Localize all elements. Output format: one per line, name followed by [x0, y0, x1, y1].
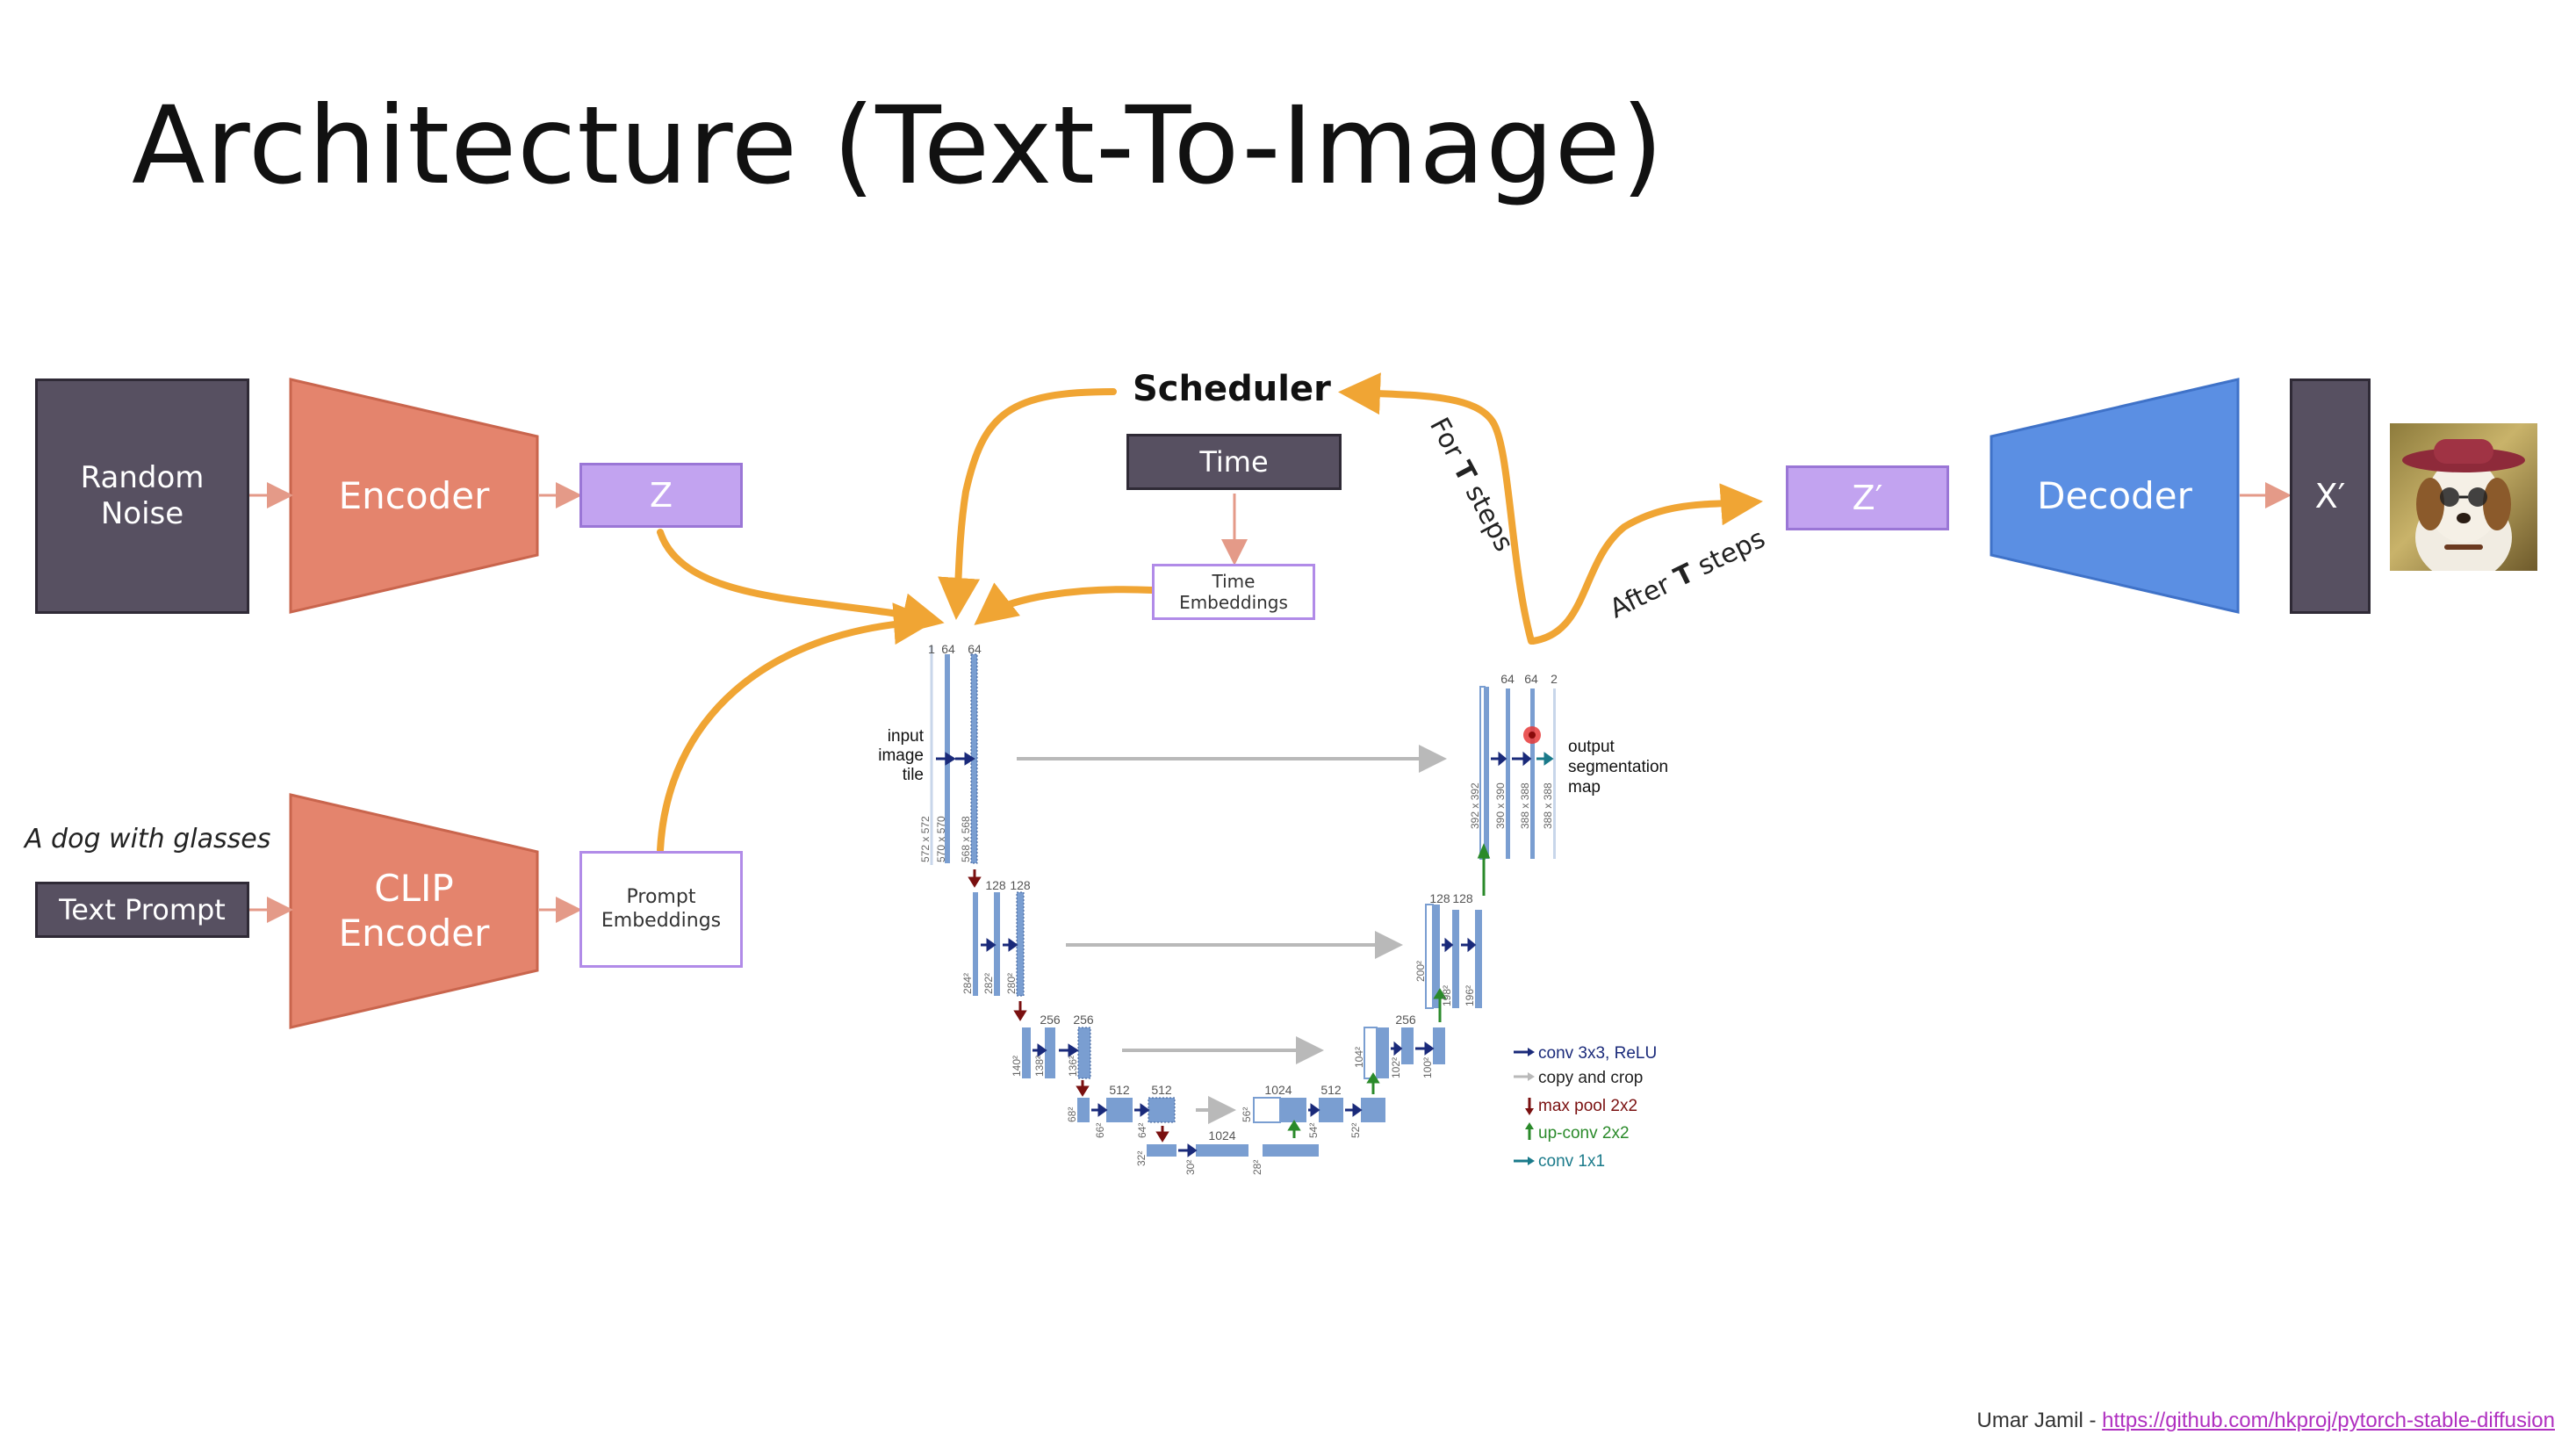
- unet-channel-label: 512: [1109, 1083, 1130, 1097]
- unet-channel-label: 64: [968, 642, 982, 656]
- decoder-label: Decoder: [2037, 474, 2192, 517]
- unet-size-label: 56²: [1241, 1107, 1253, 1122]
- unet-channel-label: 1: [928, 642, 935, 656]
- unet-size-label: 52²: [1349, 1123, 1362, 1138]
- unet-channel-label: 512: [1320, 1083, 1342, 1097]
- prompt-embeddings-block: Prompt Embeddings: [579, 851, 743, 968]
- legend-conv1x1: conv 1x1: [1538, 1152, 1605, 1171]
- unet-channel-label: 256: [1073, 1013, 1094, 1027]
- unet-size-label: 68²: [1066, 1107, 1078, 1122]
- unet-channel-label: 64: [941, 642, 955, 656]
- legend-max-pool: max pool 2x2: [1538, 1097, 1637, 1115]
- unet-channel-label: 2: [1551, 672, 1558, 686]
- legend-copy-crop: copy and crop: [1538, 1069, 1643, 1087]
- unet-channel-label: 128: [1010, 878, 1031, 892]
- unet-input-label-line: tile: [903, 766, 924, 784]
- unet-channel-label: 64: [1500, 672, 1515, 686]
- unet-size-label: 140²: [1011, 1056, 1023, 1077]
- unet-size-label: 390 x 390: [1494, 782, 1507, 829]
- unet-size-label: 388 x 388: [1519, 782, 1531, 829]
- unet-channel-label: 128: [985, 878, 1006, 892]
- latent-z-prime-block: Z′: [1786, 465, 1949, 530]
- footer-link[interactable]: https://github.com/hkproj/pytorch-stable…: [2102, 1409, 2555, 1432]
- latent-z-block: Z: [579, 463, 743, 528]
- footer-author: Umar Jamil -: [1976, 1409, 2103, 1432]
- unet-size-label: 54²: [1307, 1123, 1320, 1138]
- time-block: Time: [1126, 434, 1342, 490]
- unet-channel-label: 1024: [1264, 1083, 1292, 1097]
- decoder-shape: [1990, 378, 2240, 614]
- footer-credit: Umar Jamil - https://github.com/hkproj/p…: [1977, 1409, 2556, 1433]
- unet-output-label-line: segmentation: [1568, 758, 1668, 776]
- unet-size-label: 100²: [1421, 1057, 1434, 1078]
- unet-size-label: 66²: [1094, 1123, 1106, 1138]
- unet-size-label: 198²: [1441, 985, 1453, 1006]
- unet-output-label-line: output: [1568, 738, 1615, 756]
- text-prompt-block: Text Prompt: [35, 882, 249, 938]
- output-dog-image: [2390, 423, 2537, 571]
- unet-output-label-line: map: [1568, 778, 1601, 797]
- unet-size-label: 136²: [1067, 1056, 1079, 1077]
- unet-channel-label: 128: [1452, 891, 1473, 905]
- unet-size-label: 64²: [1136, 1123, 1148, 1138]
- unet-channel-label: 256: [1395, 1013, 1416, 1027]
- unet-channel-label: 256: [1040, 1013, 1061, 1027]
- encoder-label: Encoder: [338, 474, 490, 517]
- unet-diagram: [930, 645, 1556, 1157]
- unet-size-label: 196²: [1464, 985, 1476, 1006]
- unet-size-label: 104²: [1353, 1047, 1365, 1068]
- dog-with-hat-icon: [2402, 439, 2525, 571]
- unet-legend-icons: [1514, 1048, 1535, 1165]
- time-embeddings-block: Time Embeddings: [1152, 564, 1315, 620]
- unet-input-label-line: image: [878, 746, 924, 765]
- random-noise-block: Random Noise: [35, 378, 249, 614]
- unet-size-label: 32²: [1135, 1151, 1148, 1166]
- legend-conv3x3: conv 3x3, ReLU: [1538, 1044, 1657, 1063]
- unet-size-label: 30²: [1184, 1160, 1197, 1175]
- unet-size-label: 388 x 388: [1542, 782, 1554, 829]
- unet-channel-label: 64: [1524, 672, 1538, 686]
- unet-channel-label: 1024: [1208, 1128, 1235, 1143]
- clip-encoder-shape: [289, 793, 539, 1029]
- unet-size-label: 570 x 570: [935, 816, 947, 862]
- unet-size-label: 572 x 572: [919, 816, 932, 862]
- unet-size-label: 200²: [1414, 961, 1427, 982]
- encoder-shape: [289, 378, 539, 614]
- unet-size-label: 282²: [982, 973, 995, 994]
- output-x-prime-block: X′: [2290, 378, 2371, 614]
- scheduler-label: Scheduler: [1133, 369, 1331, 409]
- clip-encoder-label: CLIP Encoder: [338, 867, 490, 955]
- unet-size-label: 568 x 568: [960, 816, 972, 862]
- unet-channel-label: 128: [1429, 891, 1450, 905]
- unet-size-label: 392 x 392: [1469, 782, 1481, 829]
- prompt-caption: A dog with glasses: [25, 824, 271, 854]
- unet-input-label-line: input: [888, 727, 925, 746]
- unet-size-label: 284²: [961, 973, 974, 994]
- unet-size-label: 28²: [1251, 1160, 1263, 1175]
- slide-title: Architecture (Text-To-Image): [132, 83, 1665, 208]
- legend-up-conv: up-conv 2x2: [1538, 1124, 1630, 1143]
- unet-channel-label: 512: [1151, 1083, 1172, 1097]
- unet-size-label: 138²: [1033, 1056, 1046, 1077]
- unet-size-label: 102²: [1390, 1057, 1402, 1078]
- unet-size-label: 280²: [1005, 973, 1018, 994]
